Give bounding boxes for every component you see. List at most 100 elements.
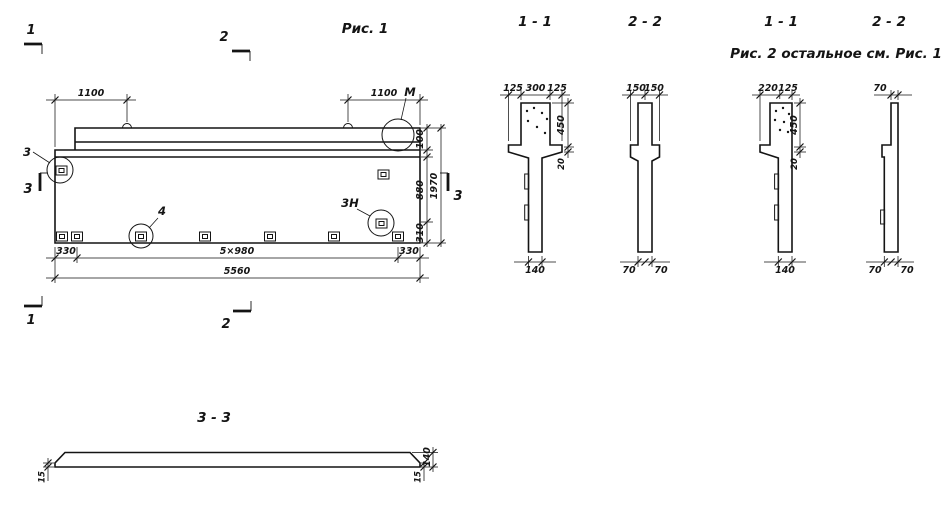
embed-plate xyxy=(199,231,211,242)
fig1-detail-callouts xyxy=(32,97,415,249)
stem-notch xyxy=(774,173,780,190)
dim-right-100: 100 xyxy=(415,129,426,149)
detail-label-4: 4 xyxy=(157,204,166,218)
cut-marker-2-bottom: 2 xyxy=(221,317,230,332)
embed-plate xyxy=(328,231,340,242)
fig1-embed-plates xyxy=(55,165,404,242)
dim-70-left: 70 xyxy=(868,265,882,276)
cut-marker-2-top: 2 xyxy=(219,30,228,45)
dimension-ticks xyxy=(756,91,804,266)
embed-plate xyxy=(135,231,147,242)
section-outline xyxy=(881,102,899,253)
detail-label-3: 3 xyxy=(23,145,31,159)
panel-outline xyxy=(54,127,421,244)
stem-notch xyxy=(774,204,780,221)
section-2-2-a: 2 - 2 150 150 70 70 xyxy=(620,14,670,276)
embed-plate xyxy=(264,231,276,242)
section-2-2-b: 2 - 2 70 70 70 xyxy=(866,14,914,276)
section-outline xyxy=(54,451,421,468)
dim-125-left: 125 xyxy=(503,83,523,94)
stem-notch xyxy=(524,173,530,190)
dim-450: 450 xyxy=(789,115,800,136)
dim-220: 220 xyxy=(758,83,778,94)
lifting-hook-icon xyxy=(122,123,353,129)
dim-right-total: 1970 xyxy=(429,172,440,199)
dim-top-right: 1100 xyxy=(371,88,398,99)
dimension-lines xyxy=(500,94,570,263)
dim-bottom-5x980: 5×980 xyxy=(220,246,255,257)
dimension-ticks xyxy=(626,91,664,266)
fig1-title: Рис. 1 xyxy=(342,21,389,37)
dim-15-left: 15 xyxy=(38,471,48,483)
section-1-1-a: 1 - 1 125 300 125 450 20 140 xyxy=(500,14,574,276)
dim-bottom-total: 5560 xyxy=(224,266,251,277)
dim-20: 20 xyxy=(790,158,800,170)
dimension-lines xyxy=(866,94,914,263)
section-outline xyxy=(759,102,793,253)
dimension-ticks xyxy=(51,96,445,282)
cut-marker-1-bottom: 1 xyxy=(26,313,35,328)
dim-150-right: 150 xyxy=(644,83,664,94)
fig1-section-markers: 1 2 1 2 3 3 xyxy=(23,23,462,332)
dim-125: 125 xyxy=(778,83,798,94)
section-title: 1 - 1 xyxy=(764,14,798,30)
stem-notch xyxy=(880,209,886,225)
dim-140: 140 xyxy=(775,265,795,276)
detail-circle-3 xyxy=(46,156,74,184)
embed-plate xyxy=(71,231,83,242)
dim-140: 140 xyxy=(422,447,433,467)
fig1-plan-view: 1100 1100 330 5×980 330 5560 100 880 310… xyxy=(23,21,463,332)
dim-15-right: 15 xyxy=(414,471,424,483)
section-title: 2 - 2 xyxy=(872,14,906,30)
section-outline xyxy=(629,102,661,253)
rebar-dots xyxy=(525,106,549,135)
dim-70-left: 70 xyxy=(622,265,636,276)
embed-plate xyxy=(375,218,388,229)
rebar-dots xyxy=(773,106,791,134)
dim-70-right: 70 xyxy=(654,265,668,276)
dim-right-880: 880 xyxy=(415,180,426,200)
cut-marker-3-left: 3 xyxy=(23,182,32,197)
extension-lines xyxy=(43,452,438,468)
dim-top-left: 1100 xyxy=(78,88,105,99)
section-title: 2 - 2 xyxy=(628,14,662,30)
dim-150-left: 150 xyxy=(626,83,646,94)
fig2-caption: Рис. 2 остальное см. Рис. 1 xyxy=(730,46,942,62)
section-1-1-b: 1 - 1 220 125 450 20 140 xyxy=(752,14,806,276)
dim-20: 20 xyxy=(557,158,567,170)
extension-lines xyxy=(630,90,660,267)
dim-140: 140 xyxy=(525,265,545,276)
dim-450: 450 xyxy=(556,115,567,136)
dim-bottom-330-left: 330 xyxy=(56,246,76,257)
dimension-lines xyxy=(46,99,442,279)
dimension-ticks xyxy=(880,91,902,266)
dimension-lines xyxy=(620,94,670,263)
section-title: 1 - 1 xyxy=(518,14,552,30)
cut-marker-1-top: 1 xyxy=(26,23,35,38)
detail-label-3n: 3Н xyxy=(341,196,359,210)
dim-70-right: 70 xyxy=(900,265,914,276)
section-outline xyxy=(507,102,563,253)
detail-circle-m xyxy=(381,118,415,152)
fig1-dimensions: 1100 1100 330 5×980 330 5560 100 880 310… xyxy=(46,88,446,283)
embed-plate xyxy=(392,231,404,242)
cut-marker-3-right: 3 xyxy=(453,189,462,204)
embed-plate xyxy=(55,165,68,176)
dim-right-310: 310 xyxy=(415,223,426,243)
dim-70-top: 70 xyxy=(873,83,887,94)
section-title: 3 - 3 xyxy=(197,410,231,426)
stem-notch xyxy=(524,204,530,221)
detail-circle-3n xyxy=(367,209,395,237)
dim-300: 300 xyxy=(526,83,546,94)
dim-bottom-330-right: 330 xyxy=(399,246,419,257)
fig1-labels: Рис. 1 3 4 3Н М xyxy=(23,21,416,218)
dimension-ticks xyxy=(504,91,572,266)
embed-plate xyxy=(56,231,68,242)
detail-circle-4 xyxy=(128,223,154,249)
dimension-ticks xyxy=(44,448,437,471)
dim-125-right: 125 xyxy=(547,83,567,94)
section-3-3: 3 - 3 140 15 15 xyxy=(38,410,438,483)
detail-label-m: М xyxy=(404,85,416,99)
